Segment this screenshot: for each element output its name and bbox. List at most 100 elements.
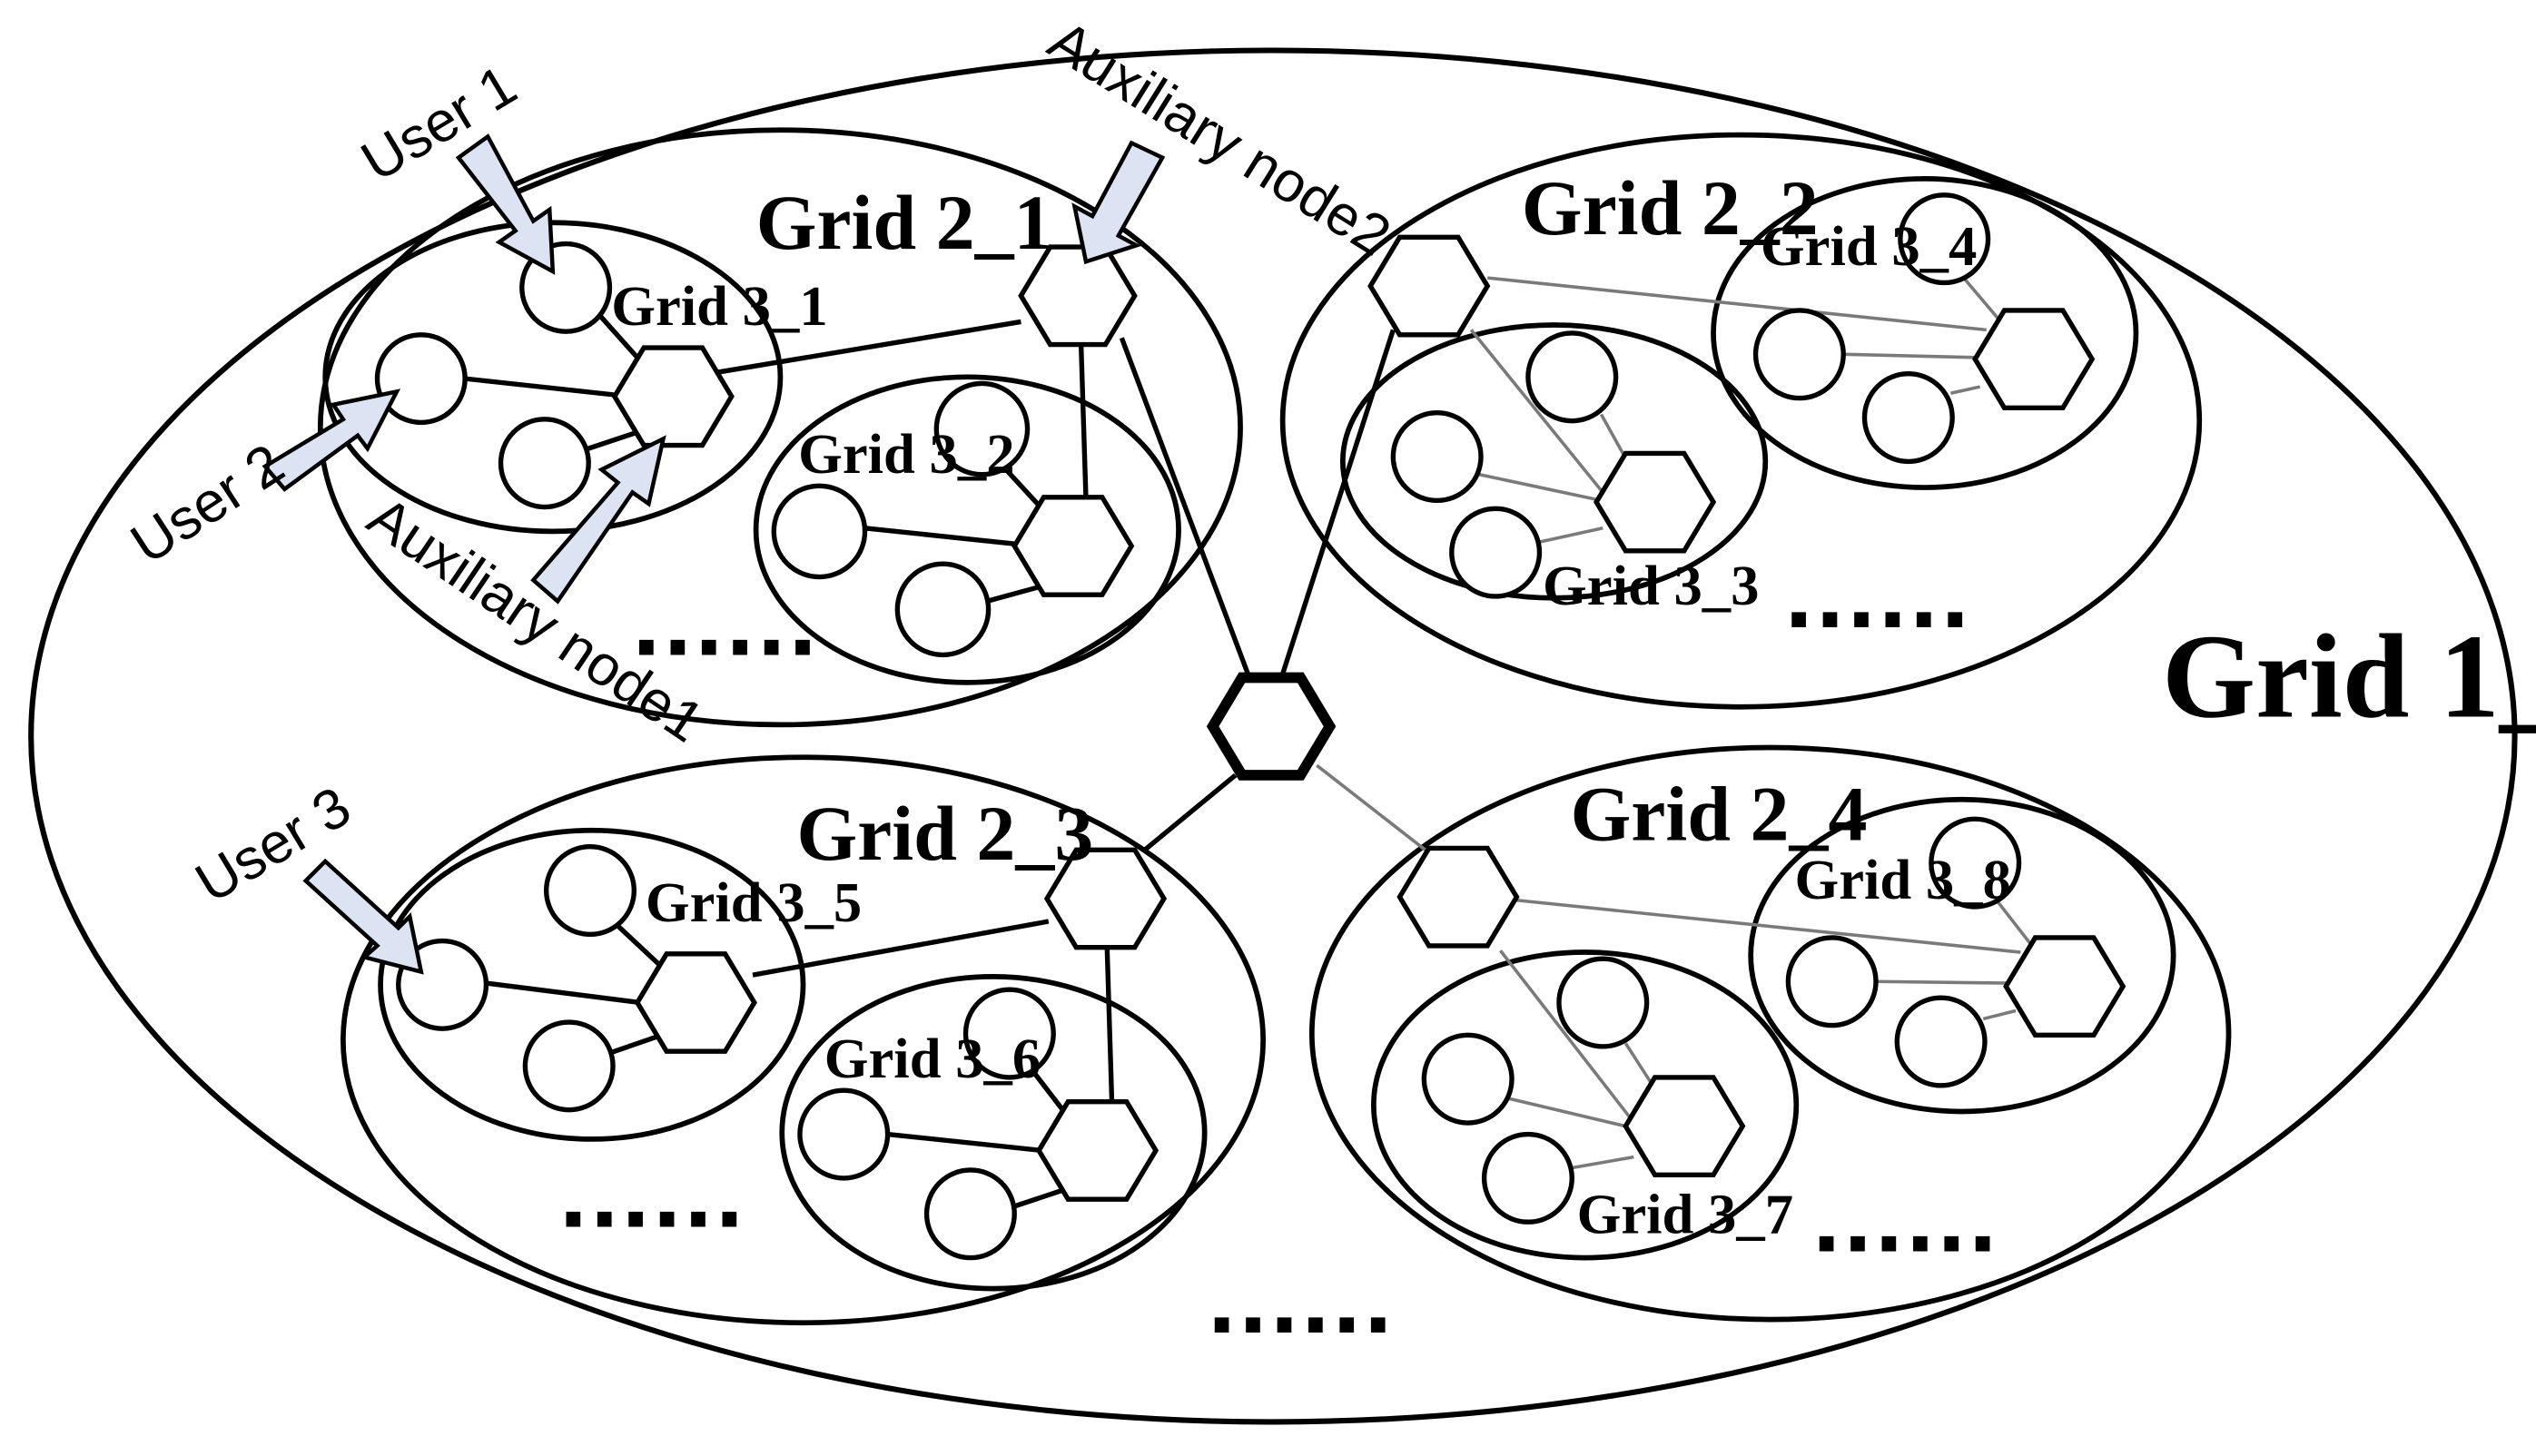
link-3-3-a: [1599, 413, 1627, 459]
link-hub-to-2-3: [1140, 772, 1238, 854]
grid-2-1-boundary: [317, 127, 1243, 728]
aux-node-2-arrow: [1071, 140, 1166, 265]
grid-1-1-label: Grid 1_1: [2162, 609, 2536, 743]
grid-3-3-hub-node: [1593, 450, 1717, 554]
grid-3-5-user-node: [543, 843, 637, 938]
grid-2-2-boundary: [1279, 132, 2203, 710]
link-3-6-c: [1010, 1186, 1066, 1210]
grid-3-3-boundary: [1339, 322, 1769, 601]
link-3-2-c: [986, 584, 1041, 604]
grid-3-2-hub-node: [1011, 495, 1135, 597]
grid-3-3-user-node: [1449, 506, 1543, 599]
grid-2-2-label: Grid 2_2: [1522, 164, 1819, 251]
user-1-arrow: [455, 133, 556, 275]
grid-2-1-label: Grid 2_1: [756, 179, 1053, 266]
grid-1-1-boundary: [28, 47, 2518, 1425]
link-3-5-c: [608, 1034, 658, 1056]
link-3-4-a: [1962, 276, 2001, 321]
link-3-8-a: [1996, 900, 2034, 947]
grid-2-3-hub-node: [1043, 847, 1168, 950]
link-3-7-c: [1568, 1155, 1634, 1170]
grid-3-7-user-node: [1421, 1032, 1515, 1126]
grid-3-3-label: Grid 3_3: [1543, 554, 1759, 617]
link-3-4-c: [1949, 385, 1980, 395]
grid-3-1-user-node: [498, 417, 591, 510]
link-2-2-to-3-4: [1486, 276, 1987, 332]
grid-3-8-user-node: [1894, 995, 1988, 1088]
grid-2-4-label: Grid 2_4: [1570, 771, 1867, 858]
link-2-3-to-3-6: [1104, 947, 1115, 1106]
aux-node-1-arrow: [530, 435, 666, 605]
link-3-5-b: [486, 980, 641, 1006]
grid-3-8-user-node: [1785, 935, 1879, 1028]
grid-3-4-boundary: [1711, 176, 2139, 490]
grid-2-4-hub-node: [1396, 845, 1520, 949]
link-hub-to-2-1: [1119, 337, 1255, 685]
grid-3-3-user-node: [1525, 330, 1619, 424]
grid-3-1-hub-node: [611, 345, 735, 448]
grid-3-1-boundary: [322, 220, 784, 535]
link-3-3-c: [1535, 526, 1604, 545]
grid-3-2-boundary: [753, 374, 1181, 685]
ellipsis-grid-2-3: ......: [559, 1136, 747, 1249]
link-3-8-c: [1982, 1008, 2017, 1021]
grid-3-6-user-node: [962, 987, 1056, 1080]
grid-3-5-user-node: [522, 1019, 616, 1113]
ellipsis-grid-2-2: ......: [1785, 536, 1973, 649]
grid-3-5-boundary: [378, 827, 806, 1142]
grid-3-6-hub-node: [1035, 1099, 1159, 1202]
link-3-6-b: [887, 1131, 1042, 1154]
grid-3-6-label: Grid 3_6: [824, 1027, 1041, 1090]
link-hub-to-2-2: [1277, 329, 1396, 685]
grid-3-8-boundary: [1748, 796, 2176, 1115]
grid-3-5-hub-node: [634, 951, 757, 1054]
grid-3-4-hub-node: [1972, 308, 2096, 411]
grid-3-7-user-node: [1556, 956, 1650, 1049]
grid-3-8-user-node: [1929, 816, 2022, 910]
link-3-1-c: [587, 429, 638, 451]
grid-3-8-hub-node: [2003, 935, 2126, 1038]
grid-3-2-label: Grid 3_2: [798, 422, 1014, 486]
ellipsis-grid-1-1: ......: [1208, 1242, 1396, 1354]
grid-3-7-boundary: [1370, 949, 1800, 1261]
user-3-arrow: [302, 858, 424, 975]
grid-3-2-user-node: [771, 483, 868, 580]
link-3-7-b: [1508, 1097, 1633, 1130]
grid-3-6-user-node: [923, 1167, 1017, 1261]
user-2-arrow: [261, 389, 401, 492]
grid-2-2-hub-node: [1367, 234, 1491, 338]
link-2-1-to-3-2: [1078, 344, 1089, 499]
link-3-1-a: [595, 310, 639, 359]
grid-3-4-user-node: [1752, 308, 1846, 401]
grid-3-3-user-node: [1390, 410, 1484, 504]
link-hub-to-2-4: [1316, 763, 1429, 853]
link-3-3-b: [1478, 472, 1602, 503]
link-3-8-b: [1876, 979, 2009, 985]
grid-3-4-user-node: [1861, 371, 1955, 465]
grid-2-3-label: Grid 2_3: [796, 790, 1093, 877]
link-3-2-a: [1001, 464, 1042, 509]
grid-3-2-user-node: [894, 561, 992, 658]
grid-3-7-label: Grid 3_7: [1577, 1183, 1793, 1246]
link-3-4-b: [1843, 352, 1978, 359]
link-2-3-to-3-5: [752, 919, 1050, 978]
link-2-4-to-3-7: [1499, 949, 1637, 1126]
link-3-2-b: [864, 526, 1020, 547]
grid-3-6-boundary: [779, 974, 1208, 1292]
root-hub-node: [1206, 672, 1337, 781]
grid-3-1-user-node: [374, 332, 468, 426]
link-2-4-to-3-8: [1516, 898, 2021, 954]
grid-3-8-label: Grid 3_8: [1795, 848, 2011, 911]
grid-3-7-user-node: [1481, 1131, 1574, 1225]
link-2-1-to-3-1: [717, 319, 1021, 375]
grid-3-1-label: Grid 3_1: [611, 274, 827, 338]
grid-3-4-label: Grid 3_4: [1761, 214, 1977, 278]
ellipsis-grid-2-4: ......: [1812, 1160, 2000, 1273]
link-3-1-b: [464, 376, 616, 398]
link-3-5-a: [609, 918, 664, 969]
grid-2-3-boundary: [340, 754, 1266, 1326]
grid-3-5-label: Grid 3_5: [646, 871, 862, 934]
grid-3-2-user-node: [933, 380, 1031, 477]
grid-3-4-user-node: [1898, 192, 1991, 286]
